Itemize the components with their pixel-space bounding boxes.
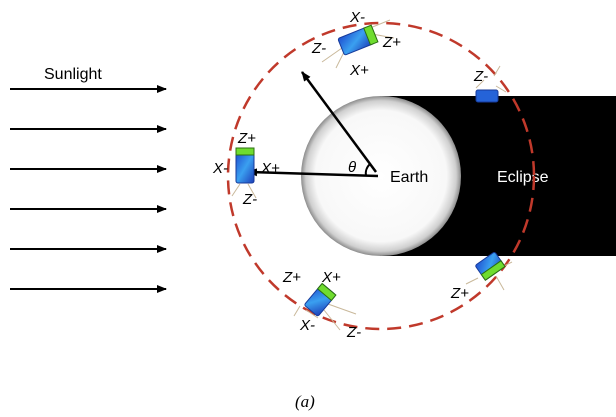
theta-label: θ: [348, 159, 356, 176]
sat-bl-x-minus: X-: [299, 317, 315, 334]
satellite-top: X- Z+ Z- X+: [311, 9, 401, 79]
earth-globe: [301, 96, 461, 256]
satellite-lower-right: Z+: [450, 252, 513, 302]
sat-left-z-plus: Z+: [237, 130, 256, 147]
satellite-upper-right: Z-: [473, 65, 507, 103]
sat-bl-z-minus: Z-: [346, 324, 361, 341]
sat-left-z-minus: Z-: [242, 191, 257, 208]
sat-bl-x-plus: X+: [321, 269, 341, 286]
sat-top-z-plus: Z+: [382, 34, 401, 51]
orbit-path: [226, 21, 536, 331]
sat-left-x-plus: X+: [260, 160, 280, 177]
satellite-bottom-left: Z+ X+ X- Z-: [282, 269, 361, 341]
sunlight-arrows: [10, 85, 167, 293]
sunlight-label: Sunlight: [44, 66, 102, 83]
sat-left-x-minus: X-: [212, 160, 228, 177]
sat-top-z-minus: Z-: [311, 40, 326, 57]
figure-caption: (a): [295, 392, 315, 411]
satellite-left: Z+ X- X+ Z-: [212, 130, 280, 208]
sat-lr-z-plus: Z+: [450, 285, 469, 302]
sat-ur-z-minus: Z-: [473, 68, 488, 85]
sat-bl-z-plus: Z+: [282, 269, 301, 286]
sat-top-x-plus: X+: [349, 62, 369, 79]
sat-top-x-minus: X-: [349, 9, 365, 26]
radius-vector-left: [247, 168, 379, 178]
eclipse-label: Eclipse: [497, 169, 549, 186]
earth-label: Earth: [390, 169, 428, 186]
radius-vector-upper: [300, 71, 378, 173]
theta-arc: [364, 163, 371, 177]
